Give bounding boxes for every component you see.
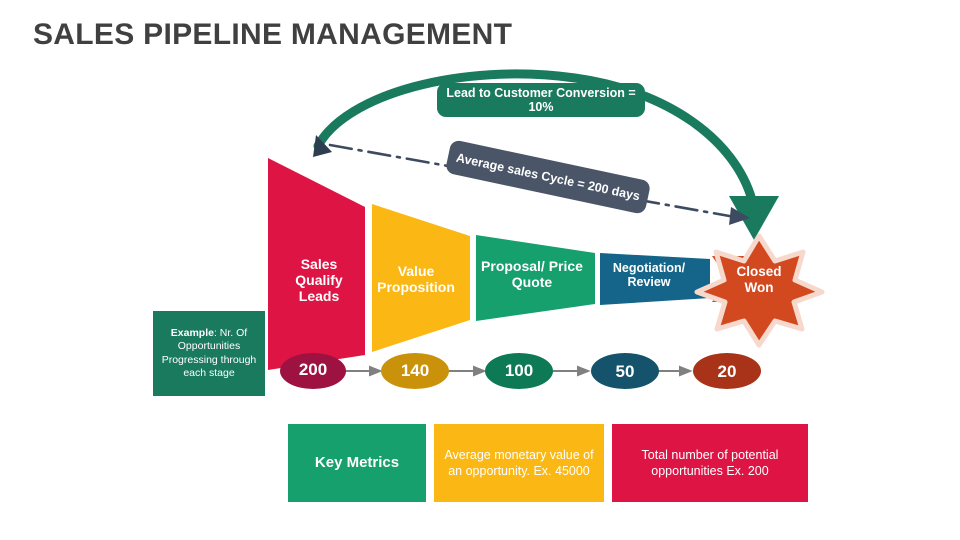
count-ellipses	[280, 353, 761, 389]
stage-label-closed-won: Closed Won	[736, 264, 782, 295]
example-note-text: : Nr. Of Opportunities Progressing throu…	[161, 326, 257, 379]
count-ellipse-3[interactable]	[591, 353, 659, 389]
closed-won-star[interactable]	[694, 233, 825, 348]
count-ellipse-1[interactable]	[381, 353, 449, 389]
funnel-stage-negotiation-review[interactable]	[600, 253, 710, 305]
funnel-stage-sales-qualify-leads[interactable]	[268, 158, 365, 370]
count-value-4: 20	[717, 362, 737, 381]
metric-card-total-opportunities[interactable]: Total number of potential opportunities …	[612, 424, 808, 502]
conversion-callout: Lead to Customer Conversion = 10%	[437, 83, 645, 117]
funnel-stage-value-proposition[interactable]	[372, 204, 470, 352]
page-title: SALES PIPELINE MANAGEMENT	[33, 18, 513, 51]
count-connectors	[344, 365, 693, 377]
example-note: Example: Nr. Of Opportunities Progressin…	[153, 311, 265, 396]
count-ellipse-0[interactable]	[280, 353, 346, 389]
example-note-lead: Example	[170, 326, 214, 339]
stage-label-proposal-price-quote: Proposal/ Price Quote	[481, 258, 583, 291]
funnel-stages	[268, 158, 746, 370]
count-value-0: 200	[298, 360, 328, 379]
count-ellipse-2[interactable]	[485, 353, 553, 389]
stage-label-sales-qualify-leads: Sales Qualify Leads	[295, 256, 343, 305]
stage-label-negotiation-review: Negotiation/ Review	[612, 261, 686, 290]
metric-card-key-metrics[interactable]: Key Metrics	[288, 424, 426, 502]
count-value-2: 100	[504, 361, 534, 380]
funnel-stage-proposal-price-quote[interactable]	[476, 235, 595, 321]
count-value-1: 140	[400, 361, 430, 380]
conversion-arc	[313, 69, 779, 240]
count-ellipse-4[interactable]	[693, 353, 761, 389]
metric-card-average-monetary-value[interactable]: Average monetary value of an opportunity…	[434, 424, 604, 502]
stage-label-value-proposition: Value Proposition	[377, 263, 455, 296]
count-value-3: 50	[615, 362, 635, 381]
